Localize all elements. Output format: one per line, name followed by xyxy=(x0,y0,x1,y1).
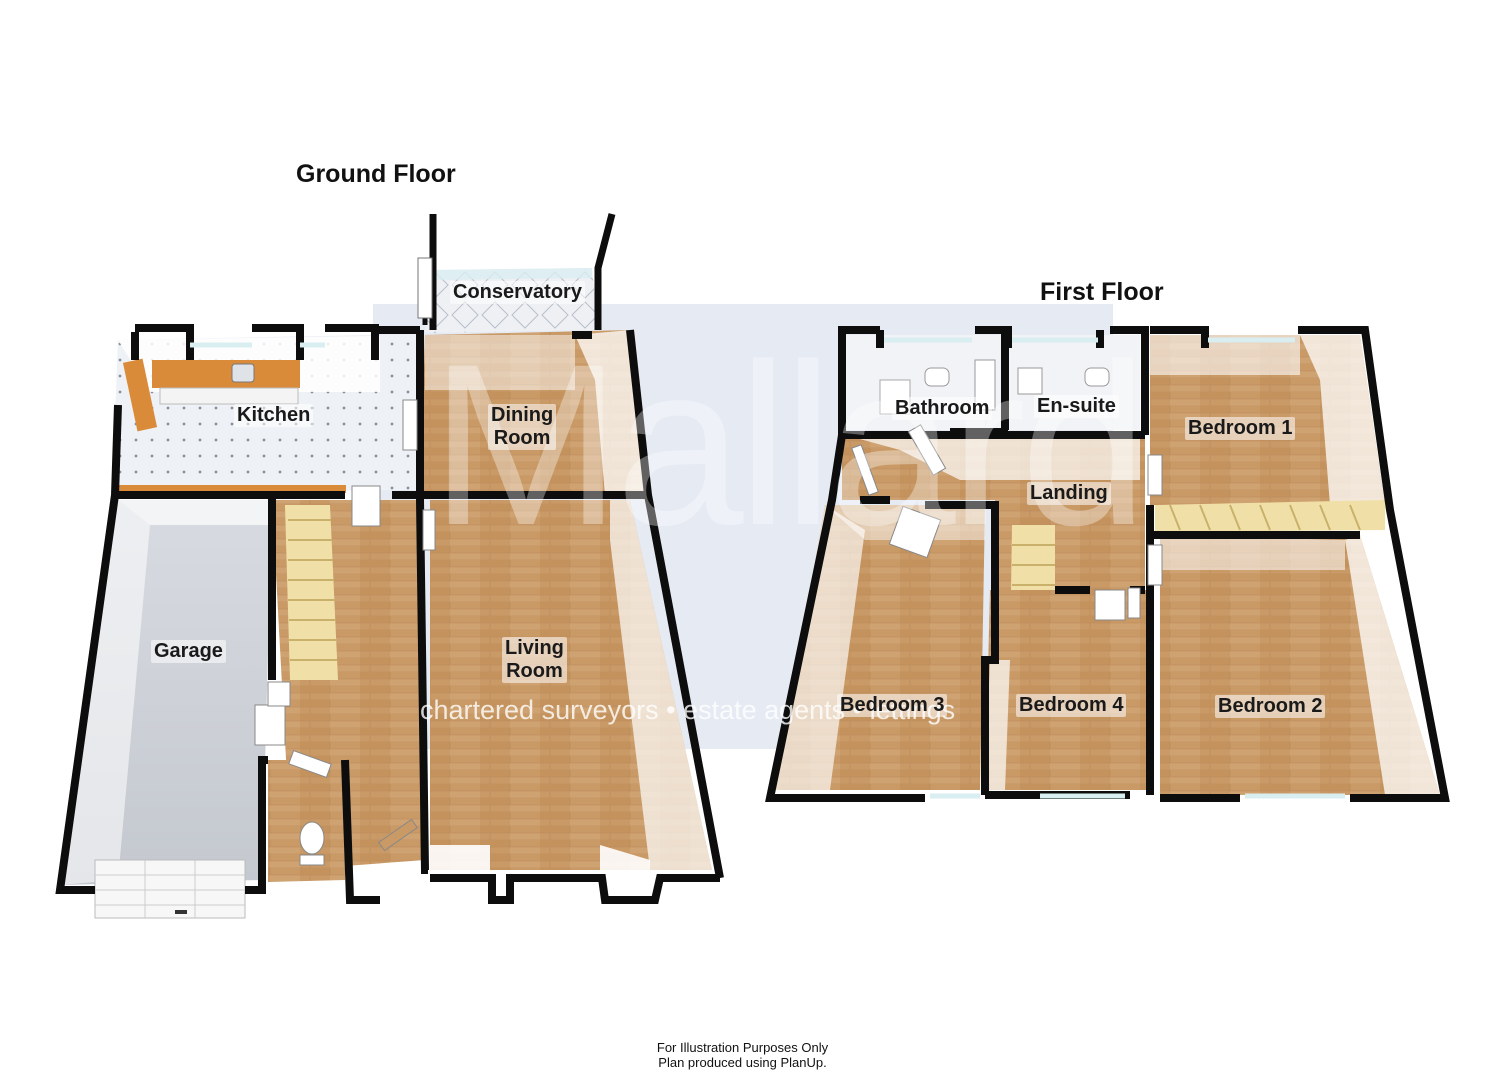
bedroom-4-label: Bedroom 4 xyxy=(1016,694,1127,717)
wc-room xyxy=(268,760,345,882)
first-floor-doors xyxy=(851,424,1163,621)
basin-icon xyxy=(924,367,950,387)
living-room-label-line1: Living xyxy=(505,637,564,659)
bedroom-3-label: Bedroom 3 xyxy=(837,694,948,717)
footer-line-1: For Illustration Purposes Only xyxy=(656,1040,829,1055)
garage-label: Garage xyxy=(151,640,226,663)
bedroom-2-room xyxy=(1160,535,1440,795)
dining-room-label-line2: Room xyxy=(493,427,551,449)
living-room xyxy=(430,500,712,880)
dining-room-label: Dining Room xyxy=(488,404,557,450)
first-floor-title: First Floor xyxy=(1040,278,1164,306)
kitchen-label: Kitchen xyxy=(234,404,314,427)
bathroom-label: Bathroom xyxy=(892,397,993,420)
sink-icon xyxy=(231,363,255,383)
dining-room-label-line1: Dining xyxy=(491,404,554,426)
conservatory-label: Conservatory xyxy=(450,281,585,304)
ground-floor-walls xyxy=(55,324,724,904)
living-room-label-line2: Room xyxy=(506,660,563,682)
garage-room xyxy=(60,500,272,919)
toilet-icon xyxy=(299,821,325,855)
en-suite-label: En-suite xyxy=(1034,395,1119,418)
footer-line-2: Plan produced using PlanUp. xyxy=(658,1055,827,1070)
first-floor-windows xyxy=(884,337,1345,799)
en-suite-basin-icon xyxy=(1084,367,1110,387)
footer-disclaimer: For Illustration Purposes Only Plan prod… xyxy=(600,1040,885,1070)
ground-floor-title: Ground Floor xyxy=(296,160,456,188)
living-room-label: Living Room xyxy=(502,637,567,683)
wardrobe-icon xyxy=(1155,500,1385,532)
bedroom-4-room xyxy=(985,590,1150,790)
first-floor-plan xyxy=(765,326,1450,802)
ground-floor-doors xyxy=(254,399,436,852)
staircase-icon xyxy=(285,505,338,680)
garage-door-icon xyxy=(94,859,246,919)
bedroom-1-label: Bedroom 1 xyxy=(1185,417,1296,440)
bedroom-2-label: Bedroom 2 xyxy=(1215,695,1326,718)
landing-label: Landing xyxy=(1027,482,1111,505)
kitchen-worktop xyxy=(152,360,300,388)
